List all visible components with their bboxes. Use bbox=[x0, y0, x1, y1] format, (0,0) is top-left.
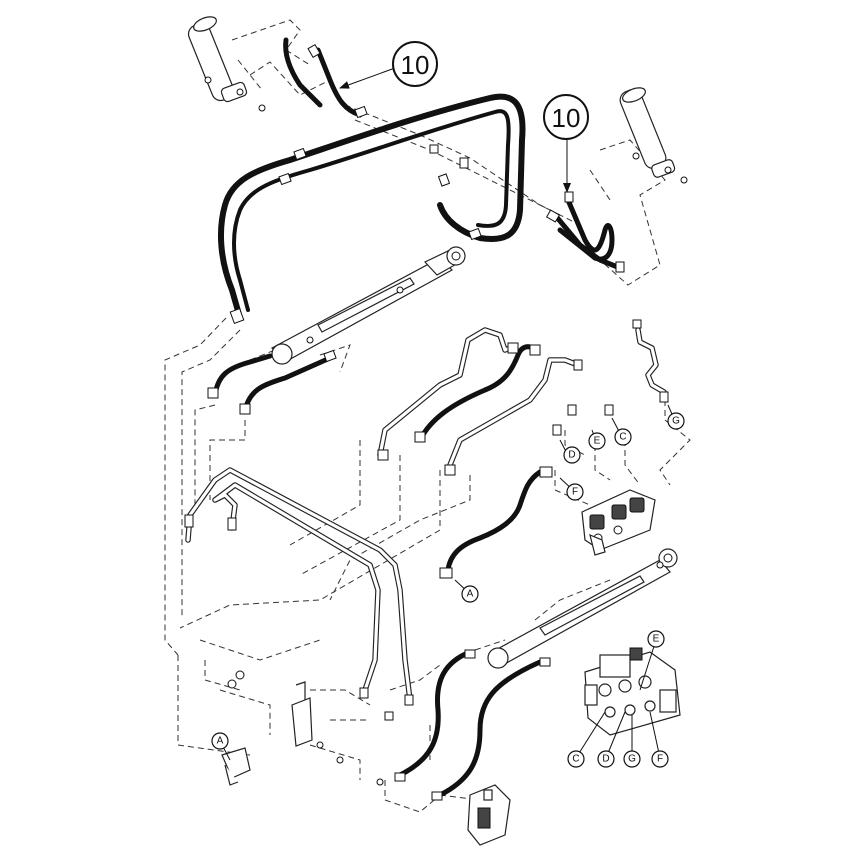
callout-f-upper-label: F bbox=[572, 487, 578, 498]
callout-10-left: 10 bbox=[392, 41, 438, 87]
callout-e-upper: E bbox=[588, 432, 606, 450]
callout-g-lower: G bbox=[623, 750, 641, 768]
control-valve-lower bbox=[584, 647, 681, 736]
valve-bottom bbox=[467, 784, 511, 846]
callout-d-upper-label: D bbox=[568, 450, 575, 461]
callout-f-lower-label: F bbox=[657, 754, 663, 765]
callout-c-upper-label: C bbox=[619, 432, 626, 443]
callout-g-upper-label: G bbox=[672, 416, 680, 427]
callout-g-upper: G bbox=[667, 412, 685, 430]
callout-10-left-label: 10 bbox=[401, 50, 430, 80]
callout-a-lower: A bbox=[211, 732, 229, 750]
callout-c-upper: C bbox=[614, 428, 632, 446]
callout-g-lower-label: G bbox=[628, 754, 636, 765]
callout-c-lower: C bbox=[567, 750, 585, 768]
dashed-routing-lines bbox=[164, 19, 691, 813]
callout-10-right: 10 bbox=[543, 94, 589, 140]
cylinder-lower-right bbox=[487, 548, 678, 669]
fittings bbox=[184, 43, 669, 801]
bracket-lower-left bbox=[221, 747, 251, 786]
hoses bbox=[212, 37, 623, 798]
control-valve-upper bbox=[581, 489, 656, 556]
callout-d-lower-label: D bbox=[602, 754, 609, 765]
callout-f-upper: F bbox=[566, 483, 584, 501]
callout-d-upper: D bbox=[563, 446, 581, 464]
callout-f-lower: F bbox=[651, 750, 669, 768]
callout-e-lower-label: E bbox=[653, 634, 660, 645]
bracket-lower-center bbox=[291, 681, 313, 747]
cylinder-top-left bbox=[187, 16, 266, 112]
callout-d-lower: D bbox=[597, 750, 615, 768]
callout-c-lower-label: C bbox=[572, 754, 579, 765]
callout-a-mid: A bbox=[461, 585, 479, 603]
cylinder-top-right bbox=[619, 87, 688, 184]
callout-a-lower-label: A bbox=[217, 736, 224, 747]
rigid-tubes bbox=[185, 327, 667, 703]
callout-e-lower: E bbox=[647, 630, 665, 648]
callout-10-right-label: 10 bbox=[552, 103, 581, 133]
cylinder-mid-left bbox=[271, 246, 466, 365]
callout-a-mid-label: A bbox=[467, 589, 474, 600]
callout-e-upper-label: E bbox=[594, 436, 601, 447]
